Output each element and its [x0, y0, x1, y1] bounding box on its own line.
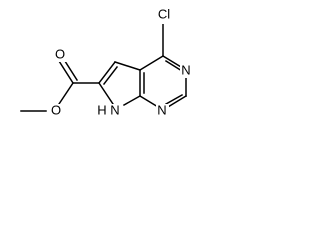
bond-carbonyl-c-ester-o — [57, 81, 75, 106]
bond-c4a-c4 — [138, 54, 165, 72]
atom-label-o-ester: O — [51, 102, 61, 117]
structure-canvas: Cl N N H N O O — [0, 0, 206, 160]
bond-c6-n7 — [97, 81, 115, 106]
bond-c5-c6-double-inner — [102, 65, 119, 86]
atom-label-n-lower: N — [157, 102, 166, 117]
chemical-structure-diagram: Cl N N H N O O — [20, 6, 193, 119]
bond-c5-c6 — [97, 60, 117, 85]
atom-label-h-nh: H — [97, 102, 106, 117]
bond-carbonyl-c-o-double-a — [57, 59, 75, 85]
bond-n7-c7a — [122, 94, 142, 107]
atom-label-cl: Cl — [158, 6, 170, 21]
atom-label-n-upper: N — [181, 62, 190, 77]
atom-labels: Cl N N H N O O — [49, 6, 193, 119]
bond-c2-n1-double-inner — [164, 93, 184, 106]
bond-c4a-c5 — [114, 61, 141, 71]
atom-label-o-carbonyl: O — [55, 46, 65, 61]
bonds — [20, 21, 188, 112]
atom-label-n-pyrrole: N — [110, 102, 119, 117]
bond-c4-n3-double-inner — [164, 59, 184, 73]
